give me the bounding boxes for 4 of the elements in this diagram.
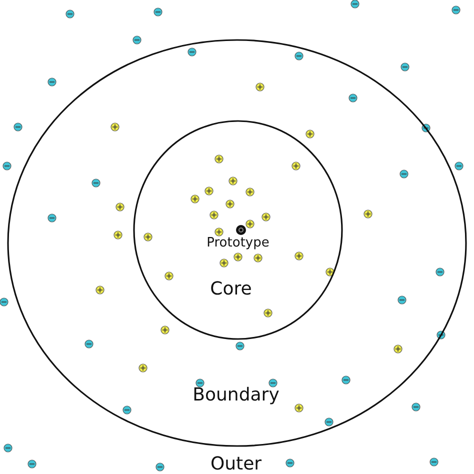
region-label: Outer — [210, 454, 262, 474]
region-label: Boundary — [192, 384, 280, 406]
point-label: Prototype — [206, 236, 270, 250]
region-label: Core — [210, 278, 252, 300]
